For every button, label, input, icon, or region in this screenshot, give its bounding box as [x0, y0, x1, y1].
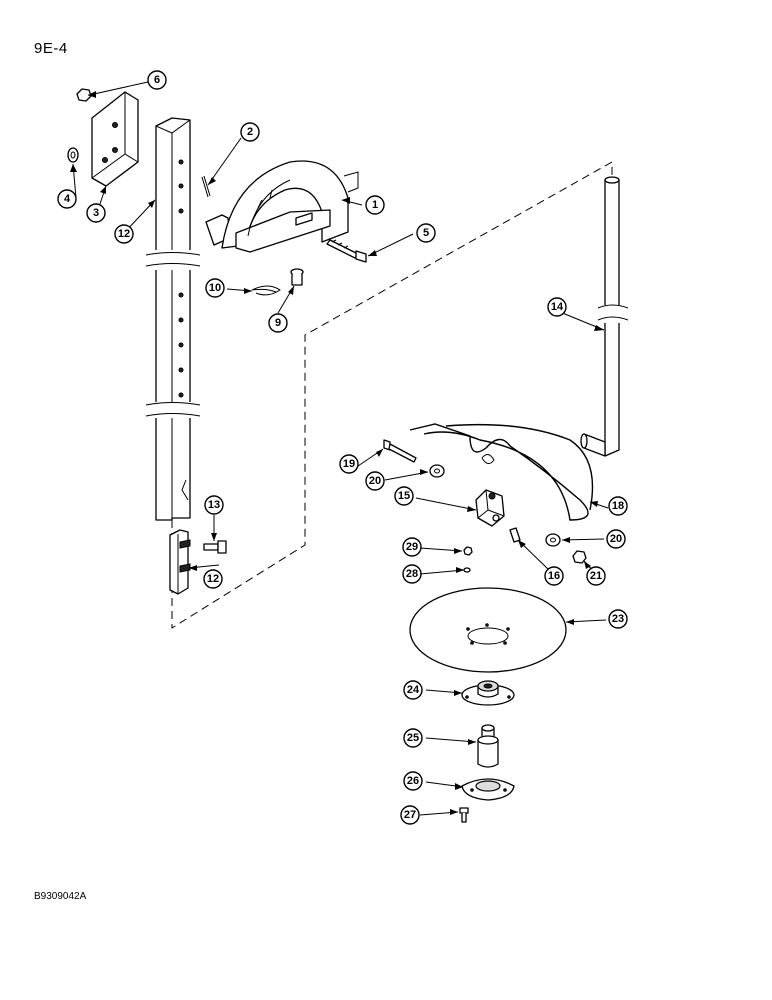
rod-part — [580, 176, 629, 457]
callout-24: 24 — [407, 684, 420, 696]
washer-20b-part — [545, 533, 561, 547]
callout-25: 25 — [407, 732, 419, 744]
cap-screw-part — [203, 540, 227, 554]
spindle-part — [477, 724, 499, 768]
callout-20a: 20 — [369, 475, 381, 487]
callout-3: 3 — [93, 207, 99, 219]
clamp-part — [475, 489, 505, 527]
callout-10: 10 — [209, 282, 221, 294]
small-washer-part — [463, 567, 471, 573]
callout-28: 28 — [406, 568, 418, 580]
long-bolt-part — [383, 439, 417, 463]
square-tube-part — [145, 117, 201, 521]
callout-2: 2 — [247, 126, 253, 138]
bracket-part — [91, 91, 139, 187]
assembly-boundary — [171, 161, 613, 629]
callout-16: 16 — [548, 570, 560, 582]
hair-pin-part — [251, 285, 281, 296]
callout-26: 26 — [407, 775, 419, 787]
set-screw-part — [509, 527, 521, 543]
disc-blade-part — [409, 587, 567, 673]
callout-13: 13 — [208, 499, 220, 511]
slide-bracket-part — [169, 529, 191, 595]
clevis-pin-part — [290, 268, 304, 286]
callout-11: 12 — [118, 228, 130, 240]
callout-1: 1 — [372, 199, 378, 211]
callout-19: 19 — [343, 458, 355, 470]
callout-6: 6 — [154, 74, 160, 86]
callout-circles — [57, 70, 628, 825]
callout-5: 5 — [423, 227, 429, 239]
callout-9: 9 — [275, 317, 281, 329]
callout-18: 18 — [612, 500, 624, 512]
small-nut-part — [463, 546, 473, 556]
spring-wire-part — [409, 423, 594, 521]
callout-14: 14 — [551, 301, 564, 313]
callout-27: 27 — [404, 809, 416, 821]
hub-flange-part — [461, 680, 515, 706]
pin-part — [201, 175, 211, 198]
callout-21: 21 — [590, 570, 602, 582]
callout-20b: 20 — [610, 533, 622, 545]
callout-23: 23 — [612, 613, 624, 625]
page-number: 9E-4 — [34, 40, 68, 57]
callout-29: 29 — [406, 541, 418, 553]
lock-nut-part — [572, 550, 587, 564]
flange-screw-part — [459, 807, 469, 823]
callout-12: 12 — [207, 573, 219, 585]
bolt-part — [326, 239, 367, 263]
callout-4: 4 — [64, 193, 71, 205]
washer-20a-part — [429, 464, 445, 478]
figure-code: B9309042A — [34, 891, 87, 902]
bottom-flange-part — [461, 778, 515, 801]
callout-15: 15 — [398, 490, 410, 502]
gauge-bracket-part — [205, 160, 359, 253]
washer-part — [67, 147, 79, 163]
leader-arrowheads — [70, 91, 604, 815]
